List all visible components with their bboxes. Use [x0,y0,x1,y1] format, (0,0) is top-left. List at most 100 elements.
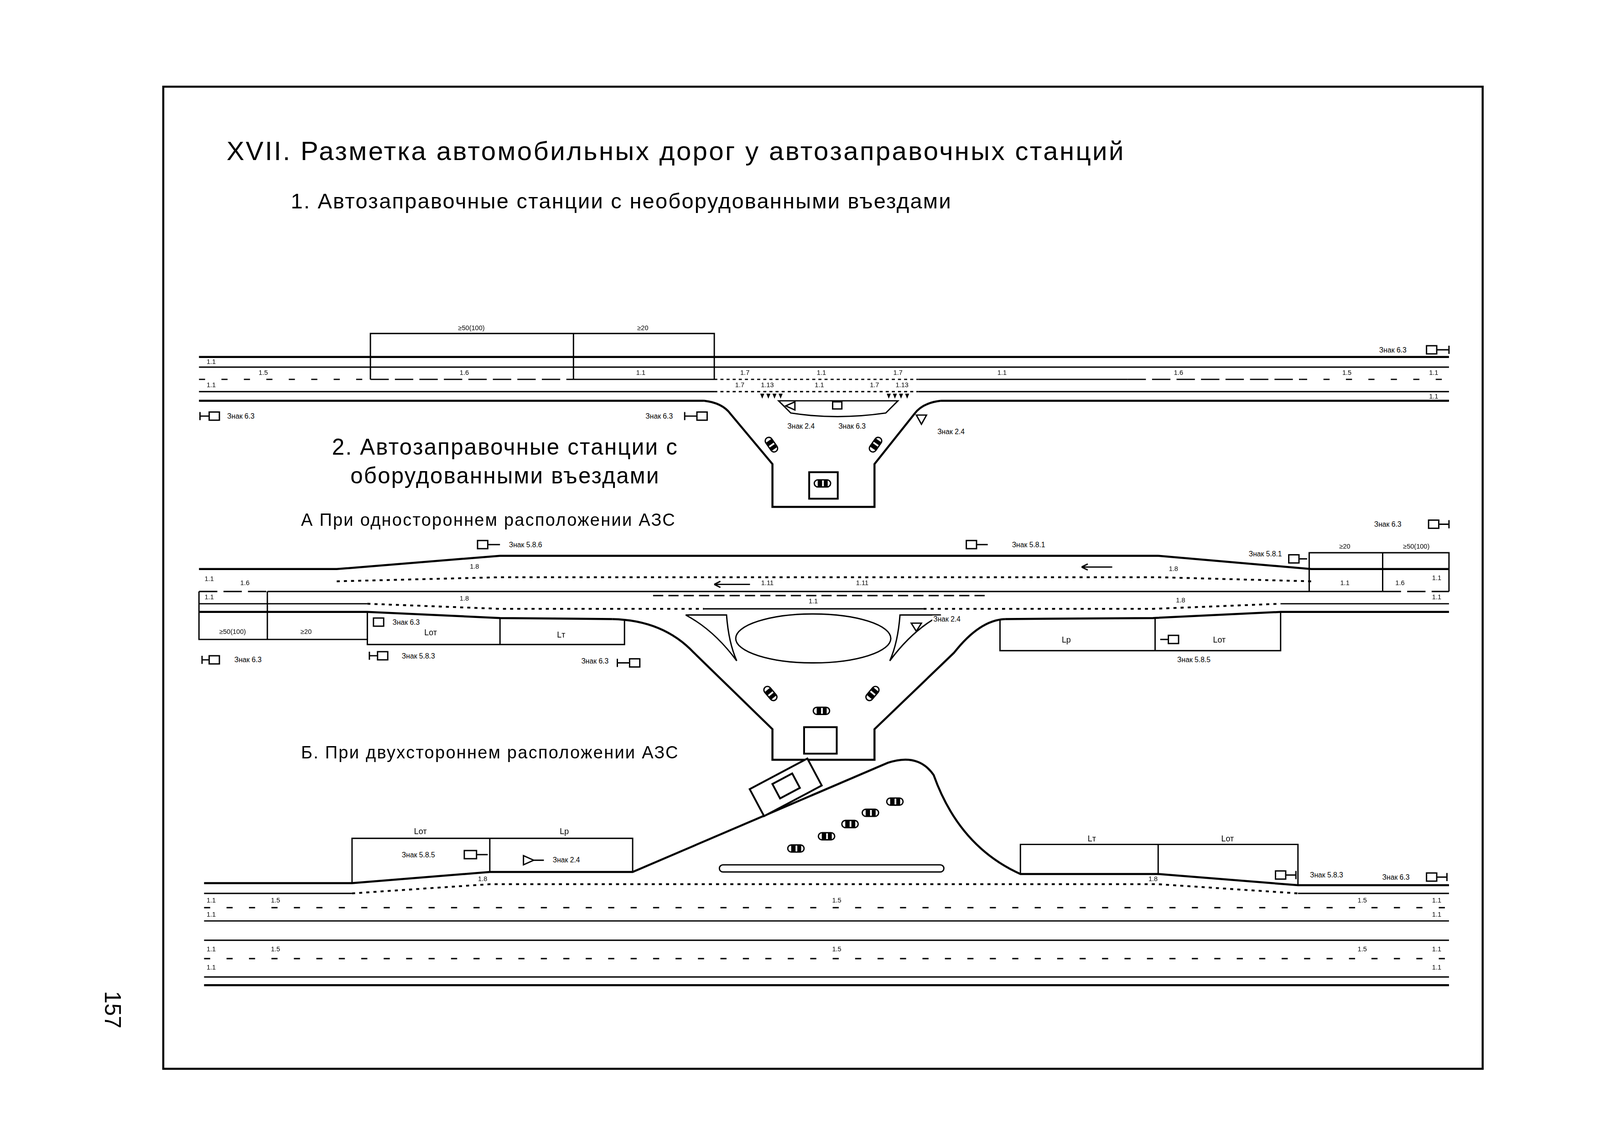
sign-label: Знак 6.3 [1378,346,1408,354]
road-section-2b-part-part [772,773,800,799]
marking-number: 1.5 [1356,897,1368,904]
road-section-2a-part [198,591,368,640]
marking-number: 1.8 [1147,875,1159,883]
road-section-1 [198,333,1450,507]
road-section-2a-part [735,613,891,663]
dimension-label: Lт [555,631,567,640]
road-section-2b-part-part [791,846,795,852]
marking-number: 1.1 [205,358,218,366]
road-section-2a-part [198,555,1450,570]
road-section-1-part [1127,378,1301,380]
road-section-2b-part [1436,872,1447,882]
road-section-1-part [809,472,838,499]
road-section-1-part [714,390,919,393]
road-section-2a-part [336,577,1312,582]
sign-label: Знак 6.3 [233,656,263,664]
road-section-2b-part [886,798,904,806]
sheet-frame [163,86,1483,1070]
road-section-2b-part [464,850,477,859]
sign-label: Знак 2.4 [936,427,966,436]
road-section-2b-part-part [886,798,904,806]
road-section-2b-part [841,820,859,828]
marking-number: 1.1 [205,964,218,972]
road-section-2a-part [1000,612,1281,651]
marking-number: 1.1 [807,598,820,606]
marking-number: 1.5 [1356,946,1368,954]
sign-label: Знак 6.3 [837,422,867,431]
sign-label: Знак 5.8.5 [1176,656,1212,664]
road-section-2b-part-part [749,758,822,816]
drawing [163,86,1483,1070]
road-section-2b-part [203,958,1449,960]
marking-number: 1.1 [205,946,218,954]
marking-number: 1.5 [831,946,843,954]
dimension-label: Lр [558,828,570,837]
marking-number: 1.7 [892,369,904,377]
road-section-2a-part-part [864,685,881,702]
road-section-2a-part [911,623,922,632]
marking-number: 1.7 [734,382,746,390]
road-section-1-part [198,355,1450,358]
marking-number: 1.1 [1339,580,1351,588]
road-section-2a-part [477,540,488,549]
road-section-2a-part [202,655,210,665]
road-section-2a-part [1382,591,1449,593]
road-section-1-part [370,333,715,380]
road-section-2b-part-part [798,846,801,852]
dimension-label: ≥50(100) [218,628,248,636]
road-section-2b-part [1426,872,1437,882]
marking-number: 1.1 [1431,594,1443,602]
road-section-2b-part-part [828,833,832,839]
marking-number: 1.8 [1167,566,1180,573]
road-section-1-part [200,411,210,421]
road-section-2b-part [523,855,545,865]
road-section-2b-part [818,832,835,841]
sign-label: Знак 2.4 [786,422,816,431]
road-section-2b-part [203,976,1449,978]
road-section-2a-part [617,659,630,668]
road-section-1-part-part [770,444,776,450]
marking-number: 1.8 [477,875,489,883]
dimension-label: ≥50(100) [1402,543,1431,551]
road-section-2b-part [1275,871,1286,880]
road-section-2b-part-part [841,820,859,828]
road-section-2a-part [209,655,220,665]
marking-number: 1.8 [468,563,481,571]
marking-number: 1.8 [1174,597,1187,605]
road-section-2a [198,519,1450,760]
road-section-2b-part [862,809,879,817]
road-section-2a-part [377,651,388,660]
road-section-1-part [198,390,1450,393]
marking-number: 1.1 [1428,393,1440,400]
dimension-label: ≥20 [636,325,650,333]
road-section-2a-part-part [769,693,776,699]
road-section-1-part [814,479,831,488]
road-section-2a-part [1438,519,1450,529]
road-section-2a-part [1428,519,1439,529]
marking-number: 1.1 [1431,964,1443,972]
road-section-2a-part [704,608,924,610]
road-section-2b-part [787,845,805,853]
marking-number: 1.7 [739,369,751,377]
road-section-2a-part [864,685,881,702]
road-section-2b-part [1020,844,1299,886]
road-section-2a-part [1160,638,1169,641]
road-section-2a-part [198,591,268,593]
section-heading: 2. Автозаправочные станции с оборудованн… [296,433,715,490]
marking-number: 1.1 [1428,369,1440,377]
marking-number: 1.5 [270,897,282,904]
section-heading: А При одностороннем расположении АЗС [301,511,676,530]
road-section-1-part [209,411,220,421]
marking-number: 1.11 [760,580,775,588]
marking-number: 1.1 [205,897,218,904]
road-section-1-part-part [871,444,878,450]
marking-number: 1.1 [205,911,218,919]
road-section-2a-part [629,659,640,668]
road-section-2b-part [352,884,1299,894]
road-section-2a-part [976,544,988,546]
marking-number: 1.1 [203,576,215,583]
road-section-2a-part [612,618,1005,760]
marking-number: 1.11 [855,580,870,588]
road-section-2b-part-part [787,845,805,853]
